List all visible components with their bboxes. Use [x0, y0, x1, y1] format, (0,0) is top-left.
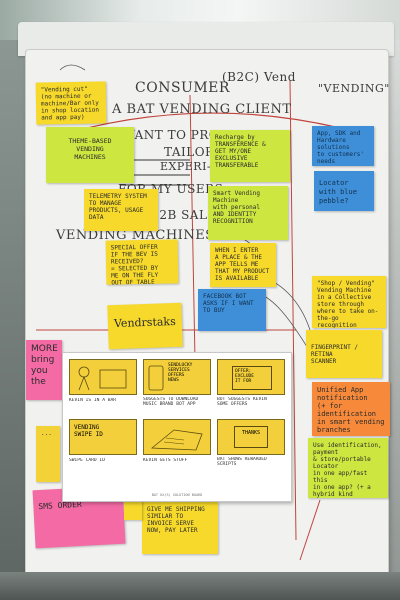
sticky-note: WHEN I ENTER A PLACE & THE APP TELLS ME … [210, 243, 276, 287]
sticky-note: ... [36, 426, 60, 482]
left-wall [0, 40, 28, 600]
phone-icon [148, 365, 164, 391]
sticky-note: Smart Vending Machine with personal AND … [208, 186, 288, 240]
sticky-note: "Shop / Vending" Vending Machine in a Co… [312, 276, 386, 328]
sticky-note-fragment [124, 500, 142, 520]
sticky-note: GIVE ME SHIPPING SIMILAR TO INVOICE SERV… [142, 502, 218, 554]
sticky-note: Locator with blue pebble? [314, 171, 374, 211]
storyboard-panel: VENDING SWIPE ID [69, 419, 137, 455]
storyboard-panel: THANKS [217, 419, 285, 455]
vending-machine-icon [150, 429, 203, 451]
sticky-note: Use identification, payment & store/port… [308, 438, 388, 498]
storyboard-caption: KEVIN GETS STUFF [143, 458, 188, 463]
panel-text: OFFER: EXCLUDE IT FOR [232, 366, 272, 390]
panel-text: THANKS [234, 426, 268, 448]
storyboard-caption: KEVIN IS IN A BAR [69, 398, 117, 403]
bar-scene-icon [78, 366, 127, 391]
panel-text: SENDLUCKY SERVICES OFFERS NEWS [168, 363, 193, 383]
sticky-note: FACEBOOK BOT ASKS IF I WANT TO BUY [198, 289, 266, 331]
panel-text: VENDING SWIPE ID [74, 424, 103, 438]
headline-experi: EXPERI- [160, 160, 212, 173]
sticky-note: TELEMETRY SYSTEM TO MANAGE PRODUCTS, USA… [84, 189, 158, 231]
headline-consumer: CONSUMER [135, 80, 230, 96]
headline-b2c: (B2C) Vend [222, 70, 296, 84]
side-word-vending: "VENDING" [318, 82, 390, 95]
sticky-note: THEME-BASED VENDING MACHINES [46, 127, 134, 183]
sticky-note: MORE bring you the [26, 340, 62, 400]
storyboard-panel: OFFER: EXCLUDE IT FOR [217, 359, 285, 395]
storyboard-caption: SUGGESTS TO DOWNLOAD MUSIC BRAND BOT APP [143, 397, 199, 407]
storyboard-footer: BAT UX(S) SOLUTION BOARD [151, 493, 203, 497]
storyboard-caption: SWIPE CARD ID [69, 458, 105, 463]
sticky-note: Recharge by TRANSFERENCE & GET MY/ONE EX… [210, 130, 290, 182]
sticky-note: "Vending cut" (no machine or machine/Bar… [35, 81, 107, 125]
storyboard-caption: BOT SUGGESTS KEVIN SOME OFFERS [217, 397, 267, 407]
headline-vending-machines: VENDING MACHINES [56, 228, 215, 243]
storyboard-panel [69, 359, 137, 395]
sticky-note: Unified App notification (+ for identifi… [312, 382, 390, 436]
headline-b2b: B2B SALES [150, 208, 226, 222]
storyboard-caption: BAT SHOWS REWARDED SCRIPTS [217, 457, 267, 467]
storyboard-sheet: SENDLUCKY SERVICES OFFERS NEWS OFFER: EX… [62, 352, 292, 502]
sticky-note: FINGERPRINT / RETINA SCANNER [306, 330, 382, 378]
sticky-note: App, SDK and Hardware solutions to custo… [312, 126, 374, 166]
easel-tray [0, 572, 400, 600]
sticky-note: SPECIAL OFFER IF THE BEV IS RECEIVED? = … [105, 239, 179, 285]
sticky-note: Vendrstaks [107, 302, 183, 350]
storyboard-panel: SENDLUCKY SERVICES OFFERS NEWS [143, 359, 211, 395]
storyboard-panel [143, 419, 211, 455]
headline-bat-client: A BAT VENDING CLIENT [112, 102, 292, 117]
